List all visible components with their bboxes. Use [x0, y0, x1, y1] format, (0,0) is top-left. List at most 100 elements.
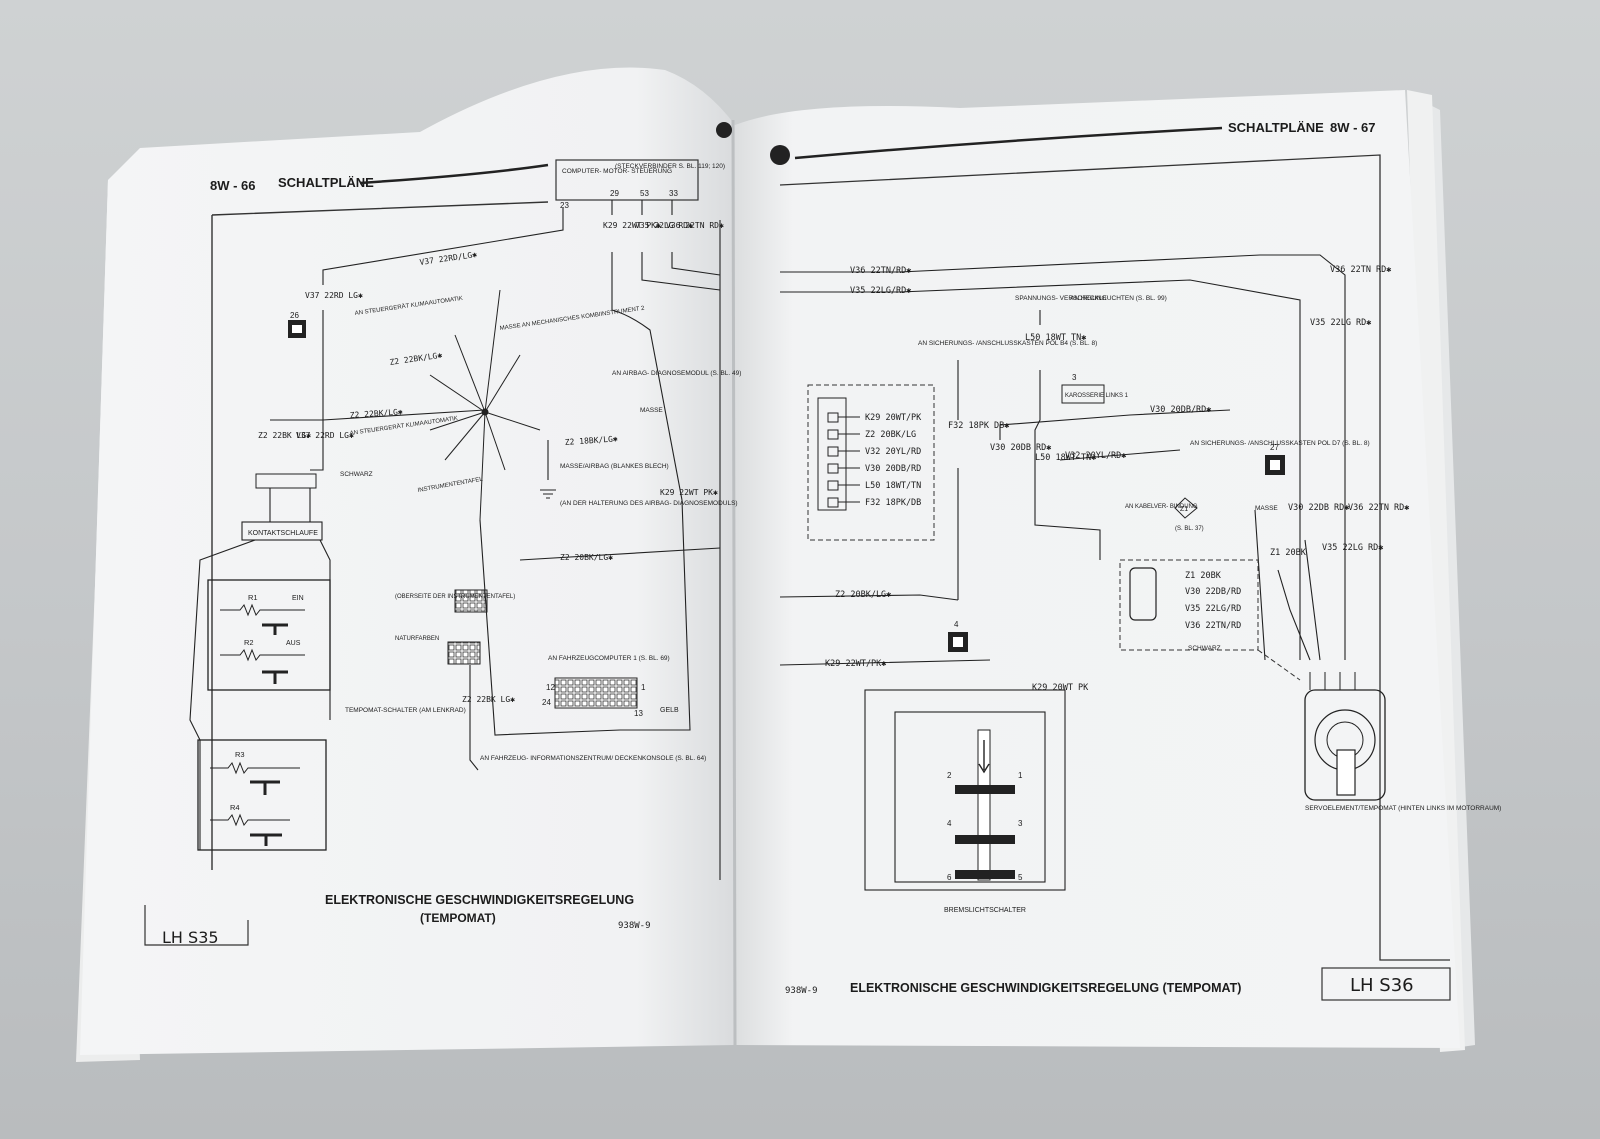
- conn-3-label: 3: [1072, 373, 1077, 382]
- wire-z2-a: Z2 22BK/LG✱: [350, 407, 404, 420]
- oberseite-label: (OBERSEITE DER INSTRUMENTENTAFEL): [395, 594, 515, 600]
- servo-pin-3: V35 22LG/RD: [1185, 604, 1241, 614]
- right-section-title: SCHALTPLÄNE: [1228, 120, 1324, 135]
- pin-list-4: V30 20DB/RD: [865, 464, 921, 474]
- wire-v35-top: V35 22LG/RD✱: [850, 286, 911, 296]
- wire-z1-20bk: Z1 20BK: [1270, 548, 1307, 558]
- wire-v35: V35 22LG RD✱: [635, 221, 693, 230]
- masse-label: MASSE: [640, 407, 663, 414]
- r2-label: R2: [244, 638, 254, 647]
- left-section-title: SCHALTPLÄNE: [278, 175, 374, 190]
- wire-v36-b: V36 22TN RD✱: [1348, 503, 1409, 513]
- brake-switch-connector-box: [807, 384, 935, 541]
- wire-v35-right: V35 22LG RD✱: [1310, 318, 1371, 328]
- wire-v30-line: V30 20DB/RD✱: [1150, 405, 1211, 415]
- right-sheet-label: LH S36: [1350, 975, 1414, 996]
- ecm-pin-23: 23: [560, 201, 569, 210]
- wire-z2-right: Z2 20BK/LG✱: [835, 590, 891, 600]
- servo-element: [1304, 689, 1386, 801]
- tempomat-switch-box-1: [207, 579, 331, 691]
- wire-l50-b: L50 18WT TN✱: [1035, 453, 1096, 463]
- fahrzeugcomputer-connector: [554, 677, 638, 709]
- brake-pin-2: 2: [947, 771, 952, 780]
- servo-connector-box: [1119, 559, 1259, 651]
- left-page: [80, 67, 735, 1056]
- schwarz-label-right: SCHWARZ: [1188, 645, 1221, 652]
- r4-label: R4: [230, 803, 240, 812]
- wire-v36-top: V36 22TN/RD✱: [850, 266, 911, 276]
- fahrzeugcomputer-label: AN FAHRZEUGCOMPUTER 1 (S. BL. 69): [548, 655, 670, 662]
- airbag-label: AN AIRBAG- DIAGNOSEMODUL (S. BL. 49): [612, 370, 741, 377]
- kontaktschlaufe-label: KONTAKTSCHLAUFE: [248, 530, 318, 537]
- ecm-pin-33: 33: [669, 189, 678, 198]
- pin-12: 12: [546, 683, 555, 692]
- ip-connector-upper: [454, 589, 488, 613]
- wire-v32-line: V32 20YL/RD✱: [1065, 451, 1126, 461]
- halterung-label: (AN DER HALTERUNG DES AIRBAG- DIAGNOSEMO…: [560, 500, 738, 507]
- wire-v37-low: V37 22RD LG✱: [296, 431, 354, 440]
- right-page-content: SCHALTPLÄNE 8W - 67 V36 22TN/RD✱ V35 22L…: [770, 120, 1501, 1001]
- wire-v37-side: V37 22RD LG✱: [305, 291, 363, 300]
- spannung-label: SPANNUNGS- VERSORGUNG: [1015, 295, 1107, 302]
- left-title-line1: ELEKTRONISCHE GESCHWINDIGKEITSREGELUNG: [325, 893, 634, 907]
- gelb-label: GELB: [660, 707, 679, 714]
- masse-label-right: MASSE: [1255, 505, 1278, 512]
- wire-z2-ip: Z2 22BK LG✱: [462, 695, 515, 704]
- r1-label: R1: [248, 593, 258, 602]
- ground-splice: [429, 289, 541, 521]
- pin-list-1: K29 20WT/PK: [865, 413, 922, 423]
- wire-v35-b: V35 22LG RD✱: [1322, 543, 1383, 553]
- servo-pin-4: V36 22TN/RD: [1185, 621, 1241, 631]
- brake-pin-6: 6: [947, 873, 952, 882]
- wire-v30-a: V30 20DB RD✱: [990, 443, 1051, 453]
- brake-contact-3: [955, 870, 1015, 879]
- wire-k29-right: K29 22WT/PK✱: [825, 659, 886, 669]
- z1-splice-label: Z1: [1180, 506, 1188, 513]
- sicherung-b4-label: AN SICHERUNGS- /ANSCHLUSSKASTEN POL B4 (…: [918, 340, 1097, 347]
- wire-k29: K29 22WT PK✱: [603, 221, 661, 230]
- wire-k29-low: K29 22WT PK✱: [660, 488, 718, 497]
- pentastar-logo-right: [770, 145, 790, 165]
- book: [76, 67, 1475, 1062]
- wire-f32: F32 18PK DB✱: [948, 421, 1009, 431]
- pin-list: K29 20WT/PK Z2 20BK/LG V32 20YL/RD V30 2…: [865, 413, 922, 508]
- pin-list-6: F32 18PK/DB: [865, 498, 921, 508]
- wire-l50: L50 18WT TN✱: [1025, 333, 1086, 343]
- right-title: ELEKTRONISCHE GESCHWINDIGKEITSREGELUNG (…: [850, 981, 1241, 995]
- ecm-pin-29: 29: [610, 189, 619, 198]
- wire-z2-d: Z2 20BK/LG✱: [560, 553, 613, 562]
- right-page-number: 8W - 67: [1330, 120, 1376, 135]
- brake-pin-4: 4: [947, 819, 952, 828]
- sicherung-d7-label: AN SICHERUNGS- /ANSCHLUSSKASTEN POL D7 (…: [1190, 440, 1370, 447]
- pin-list-3: V32 20YL/RD: [865, 447, 921, 457]
- brake-pin-5: 5: [1018, 873, 1023, 882]
- brake-switch-outline: [864, 689, 1066, 891]
- naturfarben-label: NATURFARBEN: [395, 636, 439, 642]
- schwarz-label: SCHWARZ: [340, 471, 373, 478]
- servo-pin-2: V30 22DB/RD: [1185, 587, 1241, 597]
- info-zentrum-label: AN FAHRZEUG- INFORMATIONSZENTRUM/ DECKEN…: [480, 755, 706, 762]
- servo-label: SERVOELEMENT/TEMPOMAT (HINTEN LINKS IM M…: [1305, 805, 1501, 812]
- wire-v36: V36 22TN RD✱: [666, 221, 724, 230]
- left-page-content: 8W - 66 SCHALTPLÄNE COMPUTER- MOTOR- STE…: [144, 122, 741, 947]
- kabel-label: AN KABELVER- BINDUNG: [1125, 504, 1198, 510]
- r3-label: R3: [235, 750, 245, 759]
- steckverbinder-label: (STECKVERBINDER S. BL. 119; 120): [615, 163, 725, 170]
- servo-pin-1: Z1 20BK: [1185, 571, 1222, 581]
- pin-24: 24: [542, 698, 551, 707]
- bremslichtschalter-label: BREMSLICHTSCHALTER: [944, 907, 1026, 914]
- left-page-number: 8W - 66: [210, 178, 256, 193]
- karosserie-box: [1061, 384, 1105, 404]
- aus-label: AUS: [286, 640, 301, 647]
- z1-splice: [1174, 497, 1198, 519]
- pin-1: 1: [641, 683, 646, 692]
- pin-13: 13: [634, 709, 643, 718]
- pin-list-5: L50 18WT/TN: [865, 481, 921, 491]
- ip-connector-lower: [447, 641, 481, 665]
- pentastar-logo: [716, 122, 732, 138]
- conn-4-label: 4: [954, 620, 959, 629]
- masse-airbag-label: MASSE/AIRBAG (BLANKES BLECH): [560, 463, 669, 470]
- wire-k29-b: K29 20WT PK: [1032, 683, 1089, 693]
- pin-list-2: Z2 20BK/LG: [865, 430, 916, 440]
- brake-contact-1: [955, 785, 1015, 794]
